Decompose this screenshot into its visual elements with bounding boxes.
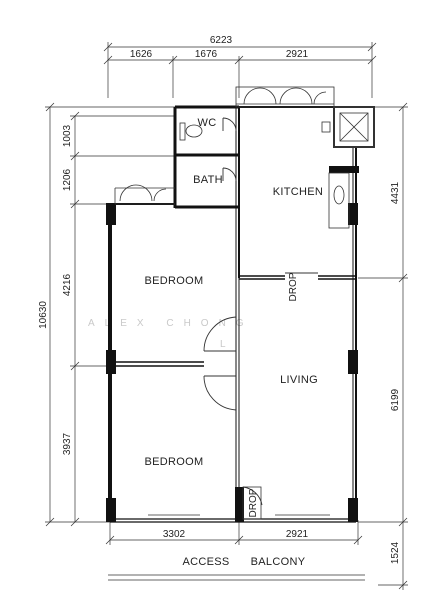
dim-right-1: 4431 — [390, 181, 401, 204]
room-label-bath: BATH — [193, 174, 223, 186]
corridor-label-access: ACCESS — [182, 556, 229, 568]
shower-icon — [333, 106, 375, 148]
label-drop-bottom: DROP — [248, 488, 259, 517]
dim-left-4: 3937 — [62, 432, 73, 455]
dim-top-3: 2921 — [286, 49, 309, 60]
sink-icon — [328, 172, 350, 229]
right-dimensions — [358, 102, 408, 590]
dim-left-1: 1003 — [62, 124, 73, 147]
corridor-label-balcony: BALCONY — [251, 556, 306, 568]
room-label-living: LIVING — [280, 374, 318, 386]
label-drop-kitchen: DROP — [288, 272, 299, 301]
door-swings — [203, 117, 318, 506]
dim-left-2: 1206 — [62, 168, 73, 191]
dim-top-1: 1626 — [130, 49, 153, 60]
dim-bottom-2: 2921 — [286, 529, 309, 540]
room-label-bedroom-upper: BEDROOM — [145, 275, 204, 287]
watermark-text: ALEX CHONG — [88, 318, 254, 329]
room-label-kitchen: KITCHEN — [273, 186, 323, 198]
room-label-wc: WC — [198, 117, 217, 129]
left-dimensions — [45, 102, 175, 527]
dim-right-2: 6199 — [390, 388, 401, 411]
fixtures — [179, 106, 375, 520]
kitchen-window — [235, 86, 335, 108]
dim-top-total: 6223 — [210, 35, 233, 46]
top-dimensions — [103, 42, 377, 98]
service-window — [114, 184, 175, 205]
bottom-dimensions — [105, 520, 363, 545]
toilet-bowl-icon — [185, 124, 203, 138]
dim-left-total: 10630 — [38, 301, 49, 329]
watermark-text-2: L — [220, 339, 236, 350]
dim-bottom-1: 3302 — [163, 529, 186, 540]
room-label-bedroom-lower: BEDROOM — [145, 456, 204, 468]
corridor-lines — [108, 574, 365, 581]
columns — [106, 166, 359, 522]
dim-right-3: 1524 — [390, 541, 401, 564]
meter-icon — [321, 121, 331, 133]
toilet-icon — [179, 122, 186, 141]
dim-left-3: 4216 — [62, 273, 73, 296]
dim-top-2: 1676 — [195, 49, 218, 60]
